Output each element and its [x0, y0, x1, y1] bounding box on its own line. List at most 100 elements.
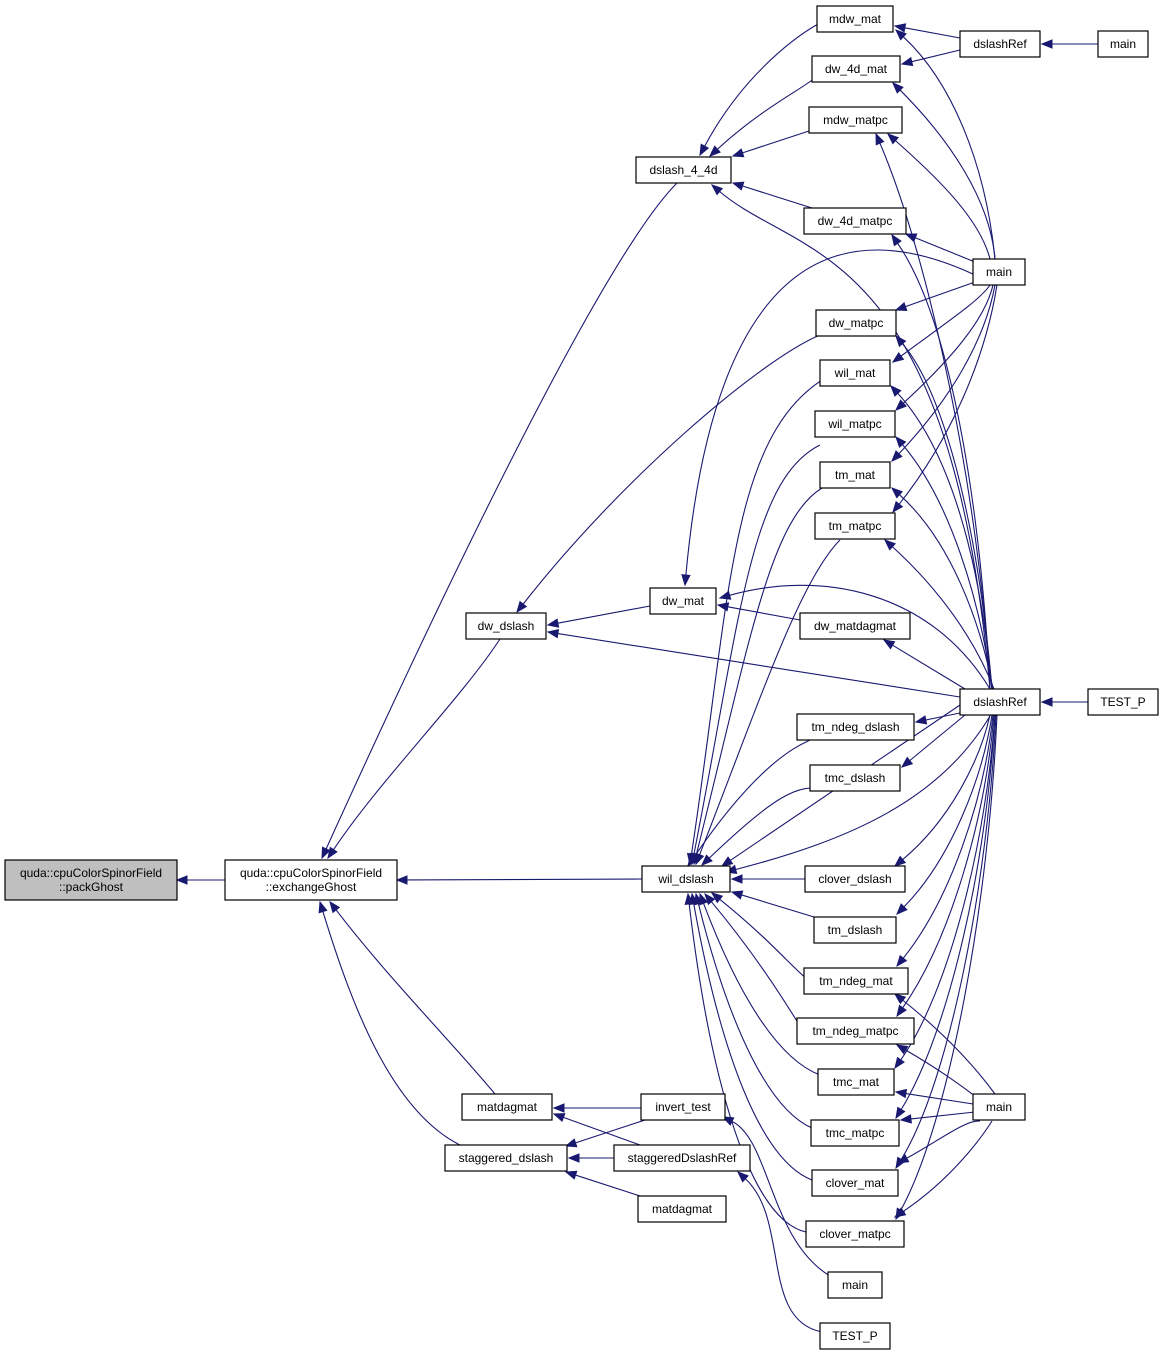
call-edge-exchangeGhost-from-dw_dslash: [327, 638, 501, 860]
node-dw_matpc[interactable]: dw_matpc: [815, 309, 897, 337]
call-edge-mdw_matpc-from-main_mid: [886, 133, 991, 260]
node-tmc_mat[interactable]: tmc_mat: [817, 1068, 895, 1096]
node-staggered_dslash[interactable]: staggered_dslash: [444, 1144, 568, 1172]
call-edge-exchangeGhost-from-dslash_4_4d: [321, 182, 678, 860]
node-label: staggered_dslash: [459, 1151, 554, 1165]
node-clover_dslash[interactable]: clover_dslash: [804, 865, 906, 893]
call-edge-dslash_4_4d-from-dslashRef_mid: [710, 184, 991, 690]
node-mdw_mat[interactable]: mdw_mat: [816, 5, 894, 33]
node-label: dw_4d_matpc: [818, 214, 893, 228]
node-dw_4d_mat[interactable]: dw_4d_mat: [811, 55, 901, 83]
node-mdw_matpc[interactable]: mdw_matpc: [808, 106, 903, 134]
node-label: TEST_P: [832, 1329, 877, 1343]
node-label: tm_matpc: [829, 519, 882, 533]
call-edge-wil_dslash-from-tm_ndeg_mat: [710, 892, 809, 981]
node-tmc_dslash[interactable]: tmc_dslash: [809, 764, 901, 792]
call-edge-matdagmat1-from-invert_test: [552, 1103, 641, 1113]
node-main_top[interactable]: main: [1097, 30, 1149, 58]
call-edge-wil_matpc-from-main_mid: [895, 284, 994, 411]
node-tm_dslash[interactable]: tm_dslash: [813, 916, 897, 944]
call-edge-wil_dslash-from-tm_ndeg_matpc: [704, 892, 801, 1027]
node-label: ::exchangeGhost: [266, 880, 357, 894]
node-label: main: [986, 265, 1012, 279]
call-edge-matdagmat1-from-staggeredDslashRef: [552, 1113, 641, 1146]
node-label: matdagmat: [477, 1100, 538, 1114]
node-label: tmc_dslash: [825, 771, 886, 785]
call-edge-tm_mat-from-main_mid: [891, 284, 996, 462]
node-matdagmat1[interactable]: matdagmat: [461, 1093, 553, 1121]
call-edge-wil_dslash-from-clover_dslash: [730, 874, 805, 884]
node-tmc_matpc[interactable]: tmc_matpc: [810, 1119, 900, 1147]
node-clover_mat[interactable]: clover_mat: [811, 1169, 899, 1197]
call-edge-dw_4d_mat-from-main_mid: [892, 82, 996, 260]
node-label: matdagmat: [652, 1202, 713, 1216]
node-label: clover_dslash: [818, 872, 891, 886]
node-tm_mat[interactable]: tm_mat: [819, 461, 891, 489]
node-label: dw_dslash: [478, 619, 535, 633]
call-edge-TEST_P_b-from-dslashRef_mid: [1040, 697, 1088, 707]
node-label: dslashRef: [973, 37, 1027, 51]
node-label: tm_ndeg_dslash: [811, 720, 899, 734]
call-edge-tm_dslash-from-dslashRef_mid: [896, 714, 993, 915]
node-wil_matpc[interactable]: wil_matpc: [814, 410, 896, 438]
call-edge-clover_mat-from-main_low: [896, 1120, 981, 1164]
node-label: tm_ndeg_mat: [819, 974, 893, 988]
node-staggeredDslashRef[interactable]: staggeredDslashRef: [613, 1144, 751, 1172]
node-label: tm_dslash: [828, 923, 883, 937]
node-main_a[interactable]: main: [827, 1271, 883, 1299]
node-label: tm_mat: [835, 468, 876, 482]
node-dw_4d_matpc[interactable]: dw_4d_matpc: [803, 207, 907, 235]
node-tm_matpc[interactable]: tm_matpc: [814, 512, 896, 540]
node-label: wil_matpc: [827, 417, 881, 431]
node-TEST_P_a[interactable]: TEST_P: [819, 1322, 891, 1350]
call-edge-wil_dslash-from-tm_mat: [691, 487, 823, 866]
call-edge-tm_ndeg_mat-from-dslashRef_mid: [896, 714, 994, 968]
call-edge-exchangeGhost-from-matdagmat1: [329, 900, 496, 1095]
node-invert_test[interactable]: invert_test: [640, 1093, 726, 1121]
call-edge-staggeredDslashRef-from-TEST_P_a: [737, 1171, 823, 1333]
call-edge-tmc_dslash-from-dslashRef_mid: [900, 714, 966, 768]
node-tm_ndeg_matpc[interactable]: tm_ndeg_matpc: [796, 1017, 915, 1045]
node-clover_matpc[interactable]: clover_matpc: [805, 1220, 905, 1248]
call-edge-exchangeGhost-from-wil_dslash: [395, 875, 643, 885]
call-edge-staggered_dslash-from-invert_test: [564, 1119, 646, 1148]
edge-layer: [175, 23, 1098, 1333]
call-edge-dslashRef_top-from-dw_4d_mat: [900, 49, 961, 67]
node-TEST_P_b[interactable]: TEST_P: [1087, 688, 1159, 716]
node-tm_ndeg_dslash[interactable]: tm_ndeg_dslash: [796, 713, 915, 741]
node-matdagmat2[interactable]: matdagmat: [637, 1195, 727, 1223]
node-dslash_4_4d[interactable]: dslash_4_4d: [635, 156, 732, 184]
call-edge-wil_mat-from-dslashRef_mid: [890, 385, 993, 690]
call-edge-clover_dslash-from-dslashRef_mid: [893, 714, 991, 867]
call-edge-dslash_4_4d-from-mdw_matpc: [731, 129, 813, 158]
node-label: ::packGhost: [59, 880, 124, 894]
call-edge-tm_ndeg_matpc-from-main_low: [895, 1044, 976, 1097]
node-dw_matdagmat[interactable]: dw_matdagmat: [799, 612, 911, 640]
node-wil_dslash[interactable]: wil_dslash: [641, 865, 731, 893]
node-dslashRef_top[interactable]: dslashRef: [959, 30, 1041, 58]
node-label: dw_4d_mat: [825, 62, 888, 76]
node-label: dw_matdagmat: [814, 619, 897, 633]
node-main_low[interactable]: main: [972, 1093, 1026, 1121]
node-label: dw_matpc: [829, 316, 884, 330]
node-packGhost[interactable]: quda::cpuColorSpinorField::packGhost: [4, 859, 178, 901]
call-edge-dslash_4_4d-from-mdw_mat: [699, 23, 819, 157]
call-edge-tmc_matpc-from-dslashRef_mid: [895, 714, 996, 1120]
call-edge-tm_matpc-from-main_mid: [892, 284, 998, 514]
node-wil_mat[interactable]: wil_mat: [819, 359, 891, 387]
node-label: wil_dslash: [657, 872, 713, 886]
node-exchangeGhost[interactable]: quda::cpuColorSpinorField::exchangeGhost: [224, 859, 398, 901]
call-edge-main_top-from-dslashRef_top: [1040, 39, 1098, 49]
node-main_mid[interactable]: main: [972, 258, 1026, 286]
node-label: dslash_4_4d: [649, 163, 717, 177]
node-dw_dslash[interactable]: dw_dslash: [465, 612, 547, 640]
node-dslashRef_mid[interactable]: dslashRef: [959, 688, 1041, 716]
node-label: TEST_P: [1100, 695, 1145, 709]
node-tm_ndeg_mat[interactable]: tm_ndeg_mat: [803, 967, 909, 995]
node-label: tmc_mat: [833, 1075, 880, 1089]
call-edge-dw_mat-from-main_mid: [681, 249, 976, 587]
call-edge-clover_matpc-from-main_low: [893, 1120, 993, 1218]
node-dw_mat[interactable]: dw_mat: [649, 587, 717, 615]
call-edge-wil_dslash-from-tm_ndeg_dslash: [687, 739, 811, 868]
